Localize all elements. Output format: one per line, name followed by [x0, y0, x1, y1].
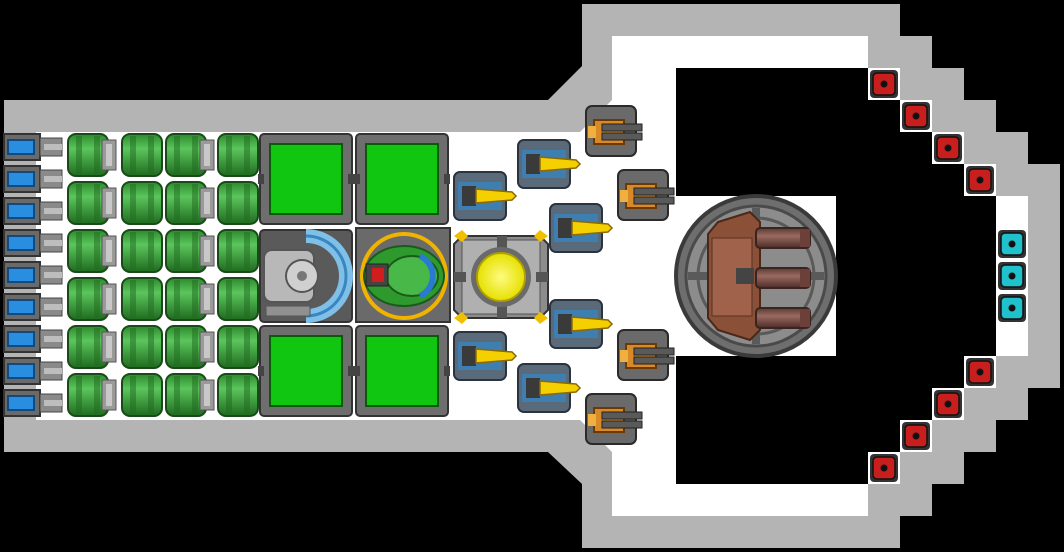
hardpoints: [870, 70, 1026, 482]
fuel-tank-icon: [217, 373, 259, 417]
battery-cell-icon: [3, 197, 63, 225]
blue-cannon-icon: [453, 331, 518, 381]
fuel-tank-icon: [165, 325, 215, 369]
battery-cell-icon: [3, 229, 63, 257]
battery-cell-icon: [3, 357, 63, 385]
orange-gun-icon: [585, 393, 643, 445]
red-hardpoint-icon: [934, 390, 962, 418]
fuel-tank-icon: [67, 181, 117, 225]
fuel-tank-icon: [217, 325, 259, 369]
fuel-tank-icon: [165, 133, 215, 177]
battery-cell-icon: [3, 389, 63, 417]
red-hardpoint-icon: [902, 102, 930, 130]
fuel-tank-icon: [121, 277, 163, 321]
orange-guns: [585, 105, 675, 445]
red-hardpoint-icon: [934, 134, 962, 162]
fuel-tank-icon: [165, 181, 215, 225]
monitor-screen-icon: [354, 325, 450, 417]
fuel-tank-bank: [67, 133, 259, 417]
blue-cannon-icon: [517, 139, 582, 189]
monitor-screen-icon: [258, 133, 354, 225]
fuel-tank-icon: [165, 277, 215, 321]
fuel-tank-icon: [67, 229, 117, 273]
battery-cell-icon: [3, 133, 63, 161]
fuel-tank-icon: [67, 133, 117, 177]
battery-cell-icon: [3, 293, 63, 321]
fuel-tank-icon: [217, 229, 259, 273]
fuel-tank-icon: [67, 373, 117, 417]
heavy-turret-icon: [674, 194, 838, 358]
turret-barrel-icon: [755, 307, 811, 329]
blue-cannon-icon: [549, 299, 614, 349]
battery-cell-icon: [3, 261, 63, 289]
turret-barrel-icon: [755, 227, 811, 249]
blue-cannon-icon: [453, 171, 518, 221]
orange-gun-icon: [585, 105, 643, 157]
turret-barrel-icon: [755, 267, 811, 289]
cockpit-icon: [355, 227, 451, 323]
monitor-screens: [258, 133, 450, 417]
blue-cannons: [453, 139, 614, 413]
cyan-hardpoint-icon: [998, 262, 1026, 290]
reactor-core-icon: [453, 230, 549, 324]
fuel-tank-icon: [217, 277, 259, 321]
monitor-screen-icon: [354, 133, 450, 225]
turret-barrels: [755, 227, 811, 329]
fuel-tank-icon: [67, 325, 117, 369]
fuel-tank-icon: [217, 133, 259, 177]
fuel-tank-icon: [121, 229, 163, 273]
fuel-tank-icon: [165, 229, 215, 273]
red-hardpoint-icon: [870, 70, 898, 98]
fuel-tank-icon: [121, 325, 163, 369]
battery-cell-icon: [3, 325, 63, 353]
cyan-hardpoint-icon: [998, 294, 1026, 322]
fuel-tank-icon: [67, 277, 117, 321]
blue-cannon-icon: [517, 363, 582, 413]
monitor-screen-icon: [258, 325, 354, 417]
red-hardpoint-icon: [966, 166, 994, 194]
orange-gun-icon: [617, 169, 675, 221]
orange-gun-icon: [617, 329, 675, 381]
fuel-tank-icon: [121, 373, 163, 417]
battery-cell-icon: [3, 165, 63, 193]
fuel-tank-icon: [121, 133, 163, 177]
cyan-hardpoint-icon: [998, 230, 1026, 258]
fuel-tank-icon: [165, 373, 215, 417]
red-hardpoint-icon: [902, 422, 930, 450]
shield-generator-icon: [259, 229, 353, 323]
battery-bank: [3, 133, 63, 417]
blue-cannon-icon: [549, 203, 614, 253]
red-hardpoint-icon: [870, 454, 898, 482]
fuel-tank-icon: [121, 181, 163, 225]
fuel-tank-icon: [217, 181, 259, 225]
red-hardpoint-icon: [966, 358, 994, 386]
